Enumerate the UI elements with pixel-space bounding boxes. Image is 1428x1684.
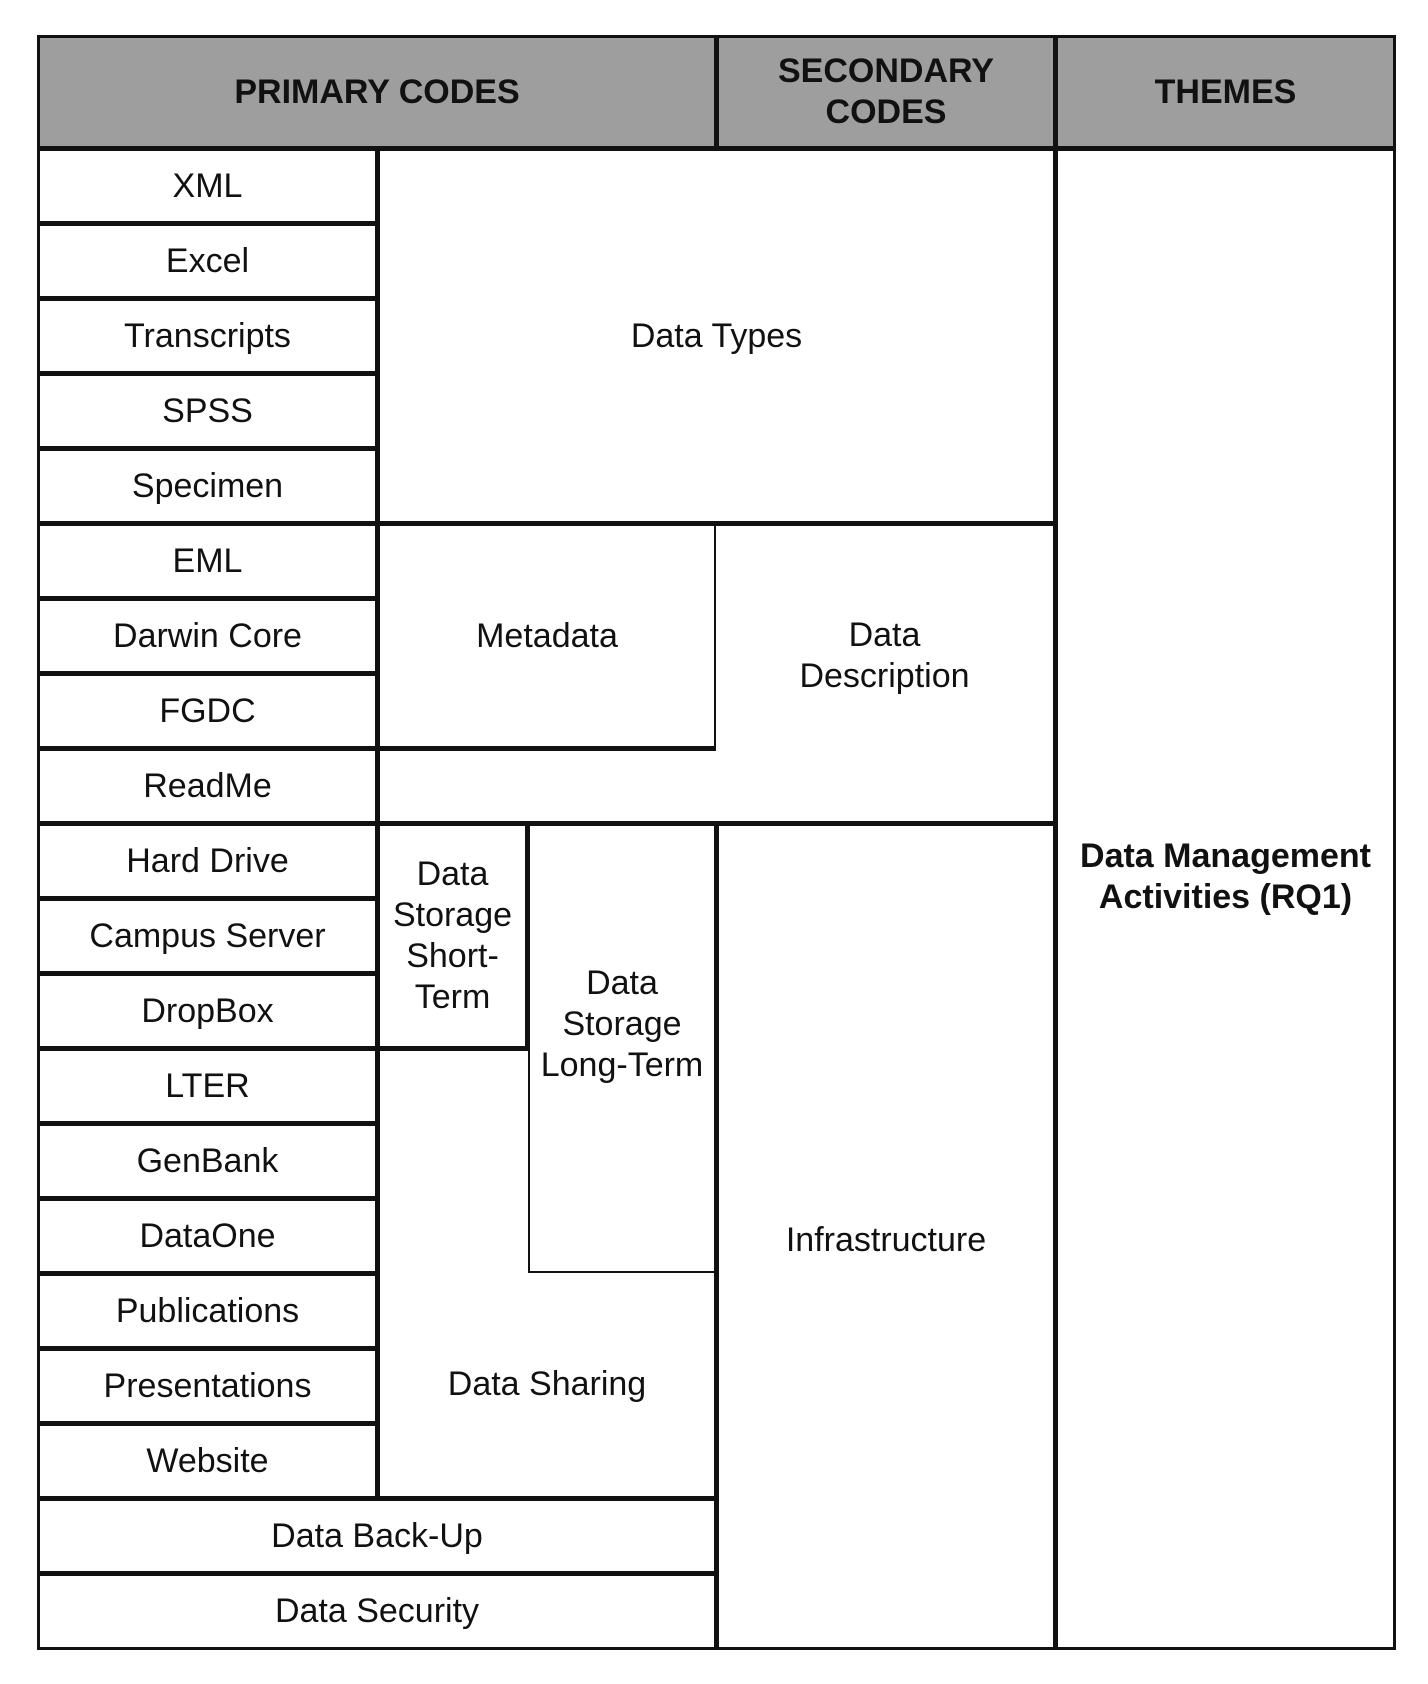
primary-code-label: Darwin Core [113,616,302,655]
primary-code-lter: LTER [37,1048,378,1124]
primary-code-darwin-core: Darwin Core [37,598,378,674]
primary-code-dataone: DataOne [37,1198,378,1274]
secondary-code-label: Data Sharing [447,1365,647,1403]
primary-code-genbank: GenBank [37,1123,378,1199]
primary-code-readme: ReadMe [37,748,378,824]
secondary-code-label: Data Storage Long-Term [540,964,704,1084]
primary-code-label: Excel [165,241,250,280]
primary-code-label: DataOne [139,1216,276,1255]
secondary-code-metadata: Metadata [377,523,717,749]
primary-codes-header-label: PRIMARY CODES [234,72,520,111]
primary-code-label: Website [146,1441,269,1480]
secondary-code-label: Data Types [630,316,803,355]
primary-code-eml: EML [37,523,378,599]
primary-code-presentations: Presentations [37,1348,378,1424]
primary-code-label: Presentations [103,1366,312,1405]
primary-code-excel: Excel [37,223,378,299]
primary-code-spss: SPSS [37,373,378,449]
secondary-code-label: Metadata [476,616,618,655]
secondary-code-readme-span [377,748,717,824]
secondary-code-label: Data Description [799,615,970,695]
primary-code-label: Data Security [274,1592,480,1630]
primary-code-label: DropBox [141,991,274,1030]
themes-header-label: THEMES [1154,72,1297,111]
primary-code-label: XML [172,166,243,205]
secondary-code-label: Infrastructure [785,1221,987,1259]
primary-code-label: Publications [115,1291,300,1330]
secondary-code-data-storage-long-term: Data Storage Long-Term [527,823,717,1274]
primary-code-label: ReadMe [143,766,272,805]
primary-code-label: Data Back-Up [271,1516,483,1555]
primary-code-label: EML [172,541,243,580]
primary-code-hard-drive: Hard Drive [37,823,378,899]
secondary-code-data-sharing-upper [377,1048,528,1274]
primary-code-label: FGDC [159,691,256,730]
secondary-code-data-sharing: Data Sharing [377,1273,717,1499]
secondary-code-data-description: Data Description [716,523,1056,824]
primary-code-campus-server: Campus Server [37,898,378,974]
primary-code-label: Transcripts [124,316,291,355]
primary-code-label: Specimen [131,466,284,505]
secondary-code-data-storage-short-term: Data Storage Short- Term [377,823,528,1049]
primary-code-dropbox: DropBox [37,973,378,1049]
theme-data-management-activities: Data Management Activities (RQ1) [1055,148,1396,1650]
themes-header: THEMES [1055,35,1396,149]
primary-code-label: LTER [165,1066,250,1105]
theme-label: Data Management Activities (RQ1) [1080,837,1371,916]
primary-code-label: Hard Drive [126,841,289,880]
primary-code-label: GenBank [136,1141,279,1180]
primary-code-label: SPSS [162,391,253,430]
primary-code-specimen: Specimen [37,448,378,524]
primary-code-publications: Publications [37,1273,378,1349]
primary-code-transcripts: Transcripts [37,298,378,374]
primary-code-data-security: Data Security [37,1573,717,1650]
secondary-code-label: Data Storage Short- Term [392,855,513,1016]
primary-code-website: Website [37,1423,378,1499]
secondary-codes-header-label: SECONDARY CODES [778,52,994,131]
primary-code-data-back-up: Data Back-Up [37,1498,717,1574]
secondary-code-infrastructure: Infrastructure [716,823,1056,1650]
primary-codes-header: PRIMARY CODES [37,35,717,149]
primary-code-label: Campus Server [89,916,326,955]
primary-code-xml: XML [37,148,378,224]
secondary-codes-header: SECONDARY CODES [716,35,1056,149]
primary-code-fgdc: FGDC [37,673,378,749]
secondary-code-data-types: Data Types [377,148,1056,524]
